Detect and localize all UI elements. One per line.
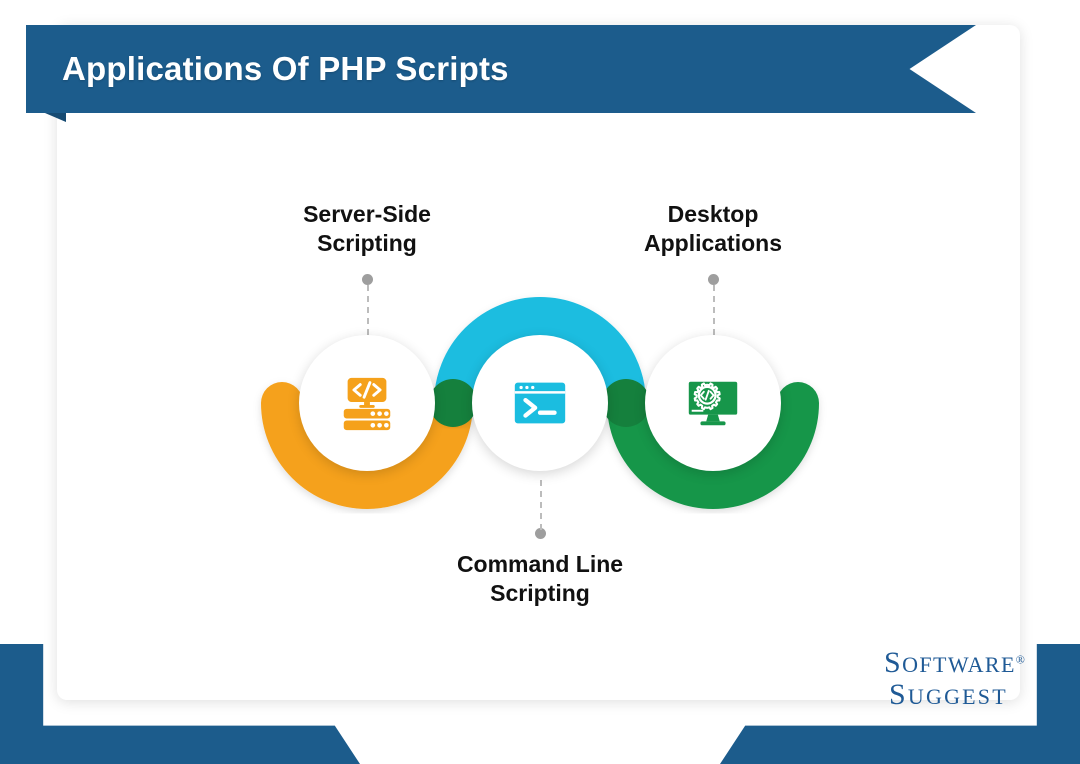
monitor-code-server-icon — [343, 377, 391, 431]
terminal-prompt-icon — [514, 382, 566, 424]
monitor-gear-code-icon — [688, 381, 738, 426]
softwaresuggest-logo: SOFTWARE® SUGGEST — [884, 646, 1025, 710]
connector-dot-server-side — [362, 274, 373, 285]
title-banner: Applications Of PHP Scripts — [0, 0, 1080, 140]
logo-line-two: SUGGEST — [889, 680, 1014, 710]
arc-cyan — [434, 297, 646, 424]
process-flow-diagram: Server-Side Scripting Desktop Applicatio… — [57, 150, 1020, 670]
logo-word-suggest: UGGEST — [907, 684, 1008, 709]
registered-mark-icon: ® — [1015, 652, 1027, 667]
junction-dot-right — [602, 379, 650, 427]
label-command-line-scripting: Command Line Scripting — [456, 551, 624, 607]
node-server-side-scripting[interactable] — [299, 335, 435, 471]
arc-green — [607, 382, 819, 509]
page-title: Applications Of PHP Scripts — [62, 50, 509, 87]
node-desktop-applications[interactable] — [645, 335, 781, 471]
label-server-side-scripting: Server-Side Scripting — [303, 201, 431, 257]
label-desktop-applications: Desktop Applications — [643, 201, 782, 257]
connector-line-command-line — [540, 480, 542, 530]
connector-line-desktop — [713, 285, 715, 335]
logo-line-one: SOFTWARE® — [884, 646, 1025, 679]
connector-dot-command-line — [535, 528, 546, 539]
junction-dot-left — [429, 379, 477, 427]
logo-initial-s: S — [884, 646, 903, 679]
node-command-line-scripting[interactable] — [472, 335, 608, 471]
flow-arcs — [261, 297, 819, 509]
logo-word-software: OFTWARE — [902, 652, 1016, 677]
arc-orange — [261, 382, 473, 509]
banner-ribbon: Applications Of PHP Scripts — [26, 25, 976, 113]
logo-initial-s2: S — [889, 678, 908, 711]
connector-dot-desktop — [708, 274, 719, 285]
connector-line-server-side — [367, 285, 369, 335]
